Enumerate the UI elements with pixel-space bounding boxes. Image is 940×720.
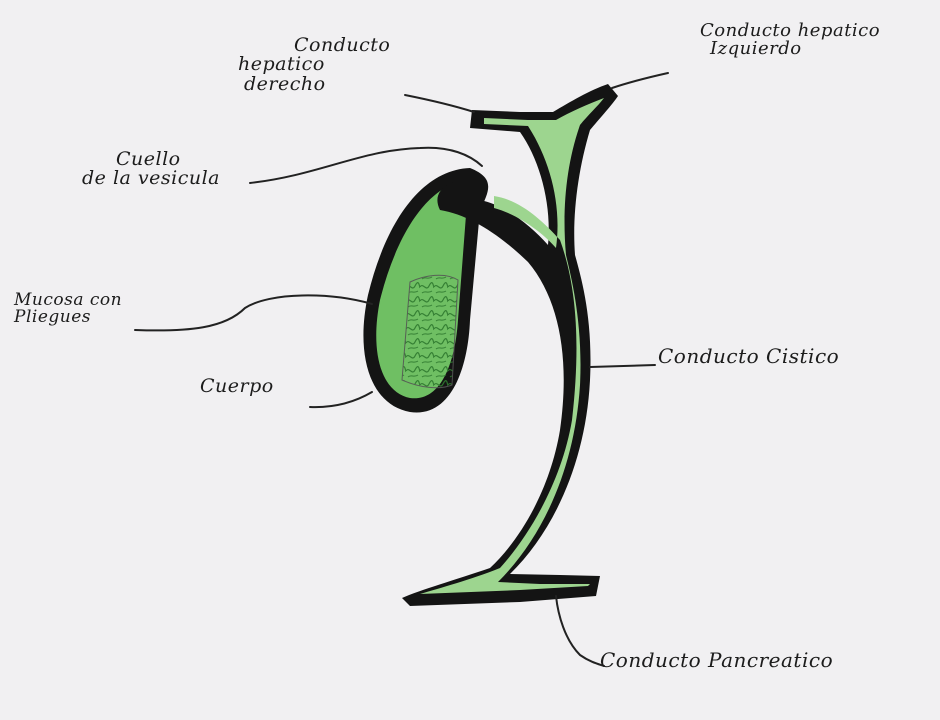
label-left-hepatic-duct: Conducto hepatico Izquierdo: [700, 22, 880, 59]
label-mucosa-folds: Mucosa con Pliegues: [14, 292, 122, 327]
leader-body: [310, 392, 372, 407]
label-body: Cuerpo: [200, 377, 274, 396]
label-right-hepatic-duct: Conducto hepatico derecho: [238, 36, 390, 94]
leader-pancreatic: [556, 596, 604, 666]
leader-hepatic-right: [405, 95, 474, 112]
leader-mucosa: [135, 295, 372, 330]
leader-hepatic-left: [612, 73, 668, 88]
label-pancreatic-duct: Conducto Pancreatico: [600, 650, 833, 670]
label-neck: Cuello de la vesicula: [82, 150, 220, 189]
label-cystic-duct: Conducto Cistico: [658, 346, 839, 366]
mucosa-folds-patch: [402, 275, 458, 388]
leader-cystic: [590, 365, 655, 367]
